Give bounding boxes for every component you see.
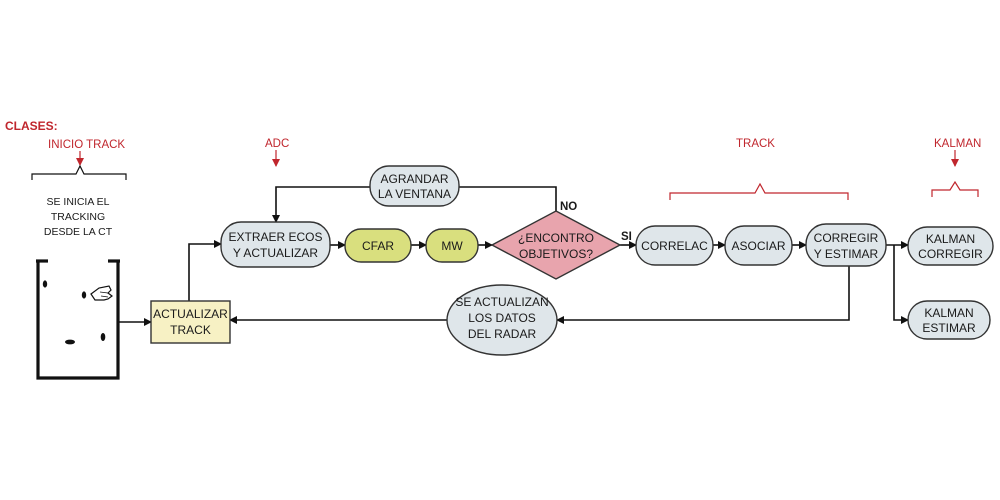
node-corregir-estimar: CORREGIR Y ESTIMAR	[805, 223, 887, 267]
node-extraer-ecos: EXTRAER ECOS Y ACTUALIZAR	[220, 221, 331, 268]
node-cfar-label: CFAR	[362, 239, 394, 253]
node-extraer-line1: EXTRAER ECOS	[228, 230, 322, 244]
edge-agrandar-to-extraer	[272, 186, 370, 223]
node-extraer-line2: Y ACTUALIZAR	[233, 246, 318, 260]
node-actualizar-track-line2: TRACK	[170, 323, 211, 337]
edge-label-no: NO	[560, 201, 577, 213]
class-kalman-label: KALMAN	[934, 138, 981, 150]
edge-label-si: SI	[621, 231, 632, 243]
node-actualizan-line3: DEL RADAR	[468, 327, 537, 341]
start-note-line1: SE INICIA EL	[46, 196, 109, 208]
node-correlac-label: CORRELAC	[641, 239, 708, 253]
node-actualizan-line2: LOS DATOS	[468, 311, 536, 325]
edge-actualizar-track-to-extraer	[188, 240, 222, 301]
pointing-hand-icon	[90, 285, 113, 301]
class-track-label: TRACK	[736, 138, 775, 150]
node-mw: MW	[425, 228, 479, 263]
classes-title: CLASES:	[5, 119, 58, 133]
node-kalman-estimar-line1: KALMAN	[924, 306, 973, 320]
node-corregir-line2: Y ESTIMAR	[814, 247, 879, 261]
target-echo	[100, 333, 106, 341]
node-agrandar-line2: LA VENTANA	[378, 187, 451, 201]
node-kalman-corregir-line2: CORREGIR	[918, 247, 983, 261]
start-note-line3: DESDE LA CT	[44, 226, 113, 238]
class-adc-label: ADC	[265, 138, 289, 150]
target-echo	[81, 291, 87, 299]
node-actualizar-track: ACTUALIZAR TRACK	[150, 300, 231, 344]
edge-corregir-to-actualizan	[556, 266, 850, 324]
target-echo	[42, 280, 48, 288]
node-se-actualizan-datos: SE ACTUALIZAN LOS DATOS DEL RADAR	[446, 284, 558, 356]
node-asociar-label: ASOCIAR	[731, 239, 785, 253]
class-kalman-bracket	[931, 180, 979, 197]
start-note-line2: TRACKING	[51, 211, 105, 223]
node-actualizan-line1: SE ACTUALIZAN	[455, 295, 548, 309]
node-kalman-estimar-line2: ESTIMAR	[922, 321, 976, 335]
start-brace	[31, 164, 127, 180]
node-encontro-line1: ¿ENCONTRO	[518, 231, 594, 245]
node-kalman-corregir-line1: KALMAN	[926, 232, 975, 246]
radar-screen	[36, 259, 120, 380]
edge-encontro-to-agrandar	[459, 186, 557, 211]
node-asociar: ASOCIAR	[724, 225, 793, 266]
edge-corregir-to-kalman-estimar	[893, 245, 909, 324]
class-track-bracket	[669, 182, 849, 200]
node-kalman-corregir: KALMAN CORREGIR	[907, 226, 994, 266]
node-cfar: CFAR	[344, 228, 412, 263]
node-correlac: CORRELAC	[635, 225, 714, 266]
node-encontro-line2: OBJETIVOS?	[519, 247, 593, 261]
node-corregir-line1: CORREGIR	[814, 231, 879, 245]
node-mw-label: MW	[441, 239, 463, 253]
node-actualizar-track-line1: ACTUALIZAR	[153, 307, 228, 321]
node-encontro-objetivos: ¿ENCONTRO OBJETIVOS?	[490, 210, 622, 280]
node-kalman-estimar: KALMAN ESTIMAR	[907, 300, 991, 340]
node-agrandar-line1: AGRANDAR	[380, 172, 448, 186]
node-agrandar-ventana: AGRANDAR LA VENTANA	[369, 165, 460, 207]
class-inicio-track-label: INICIO TRACK	[48, 139, 125, 151]
target-echo	[65, 339, 75, 345]
